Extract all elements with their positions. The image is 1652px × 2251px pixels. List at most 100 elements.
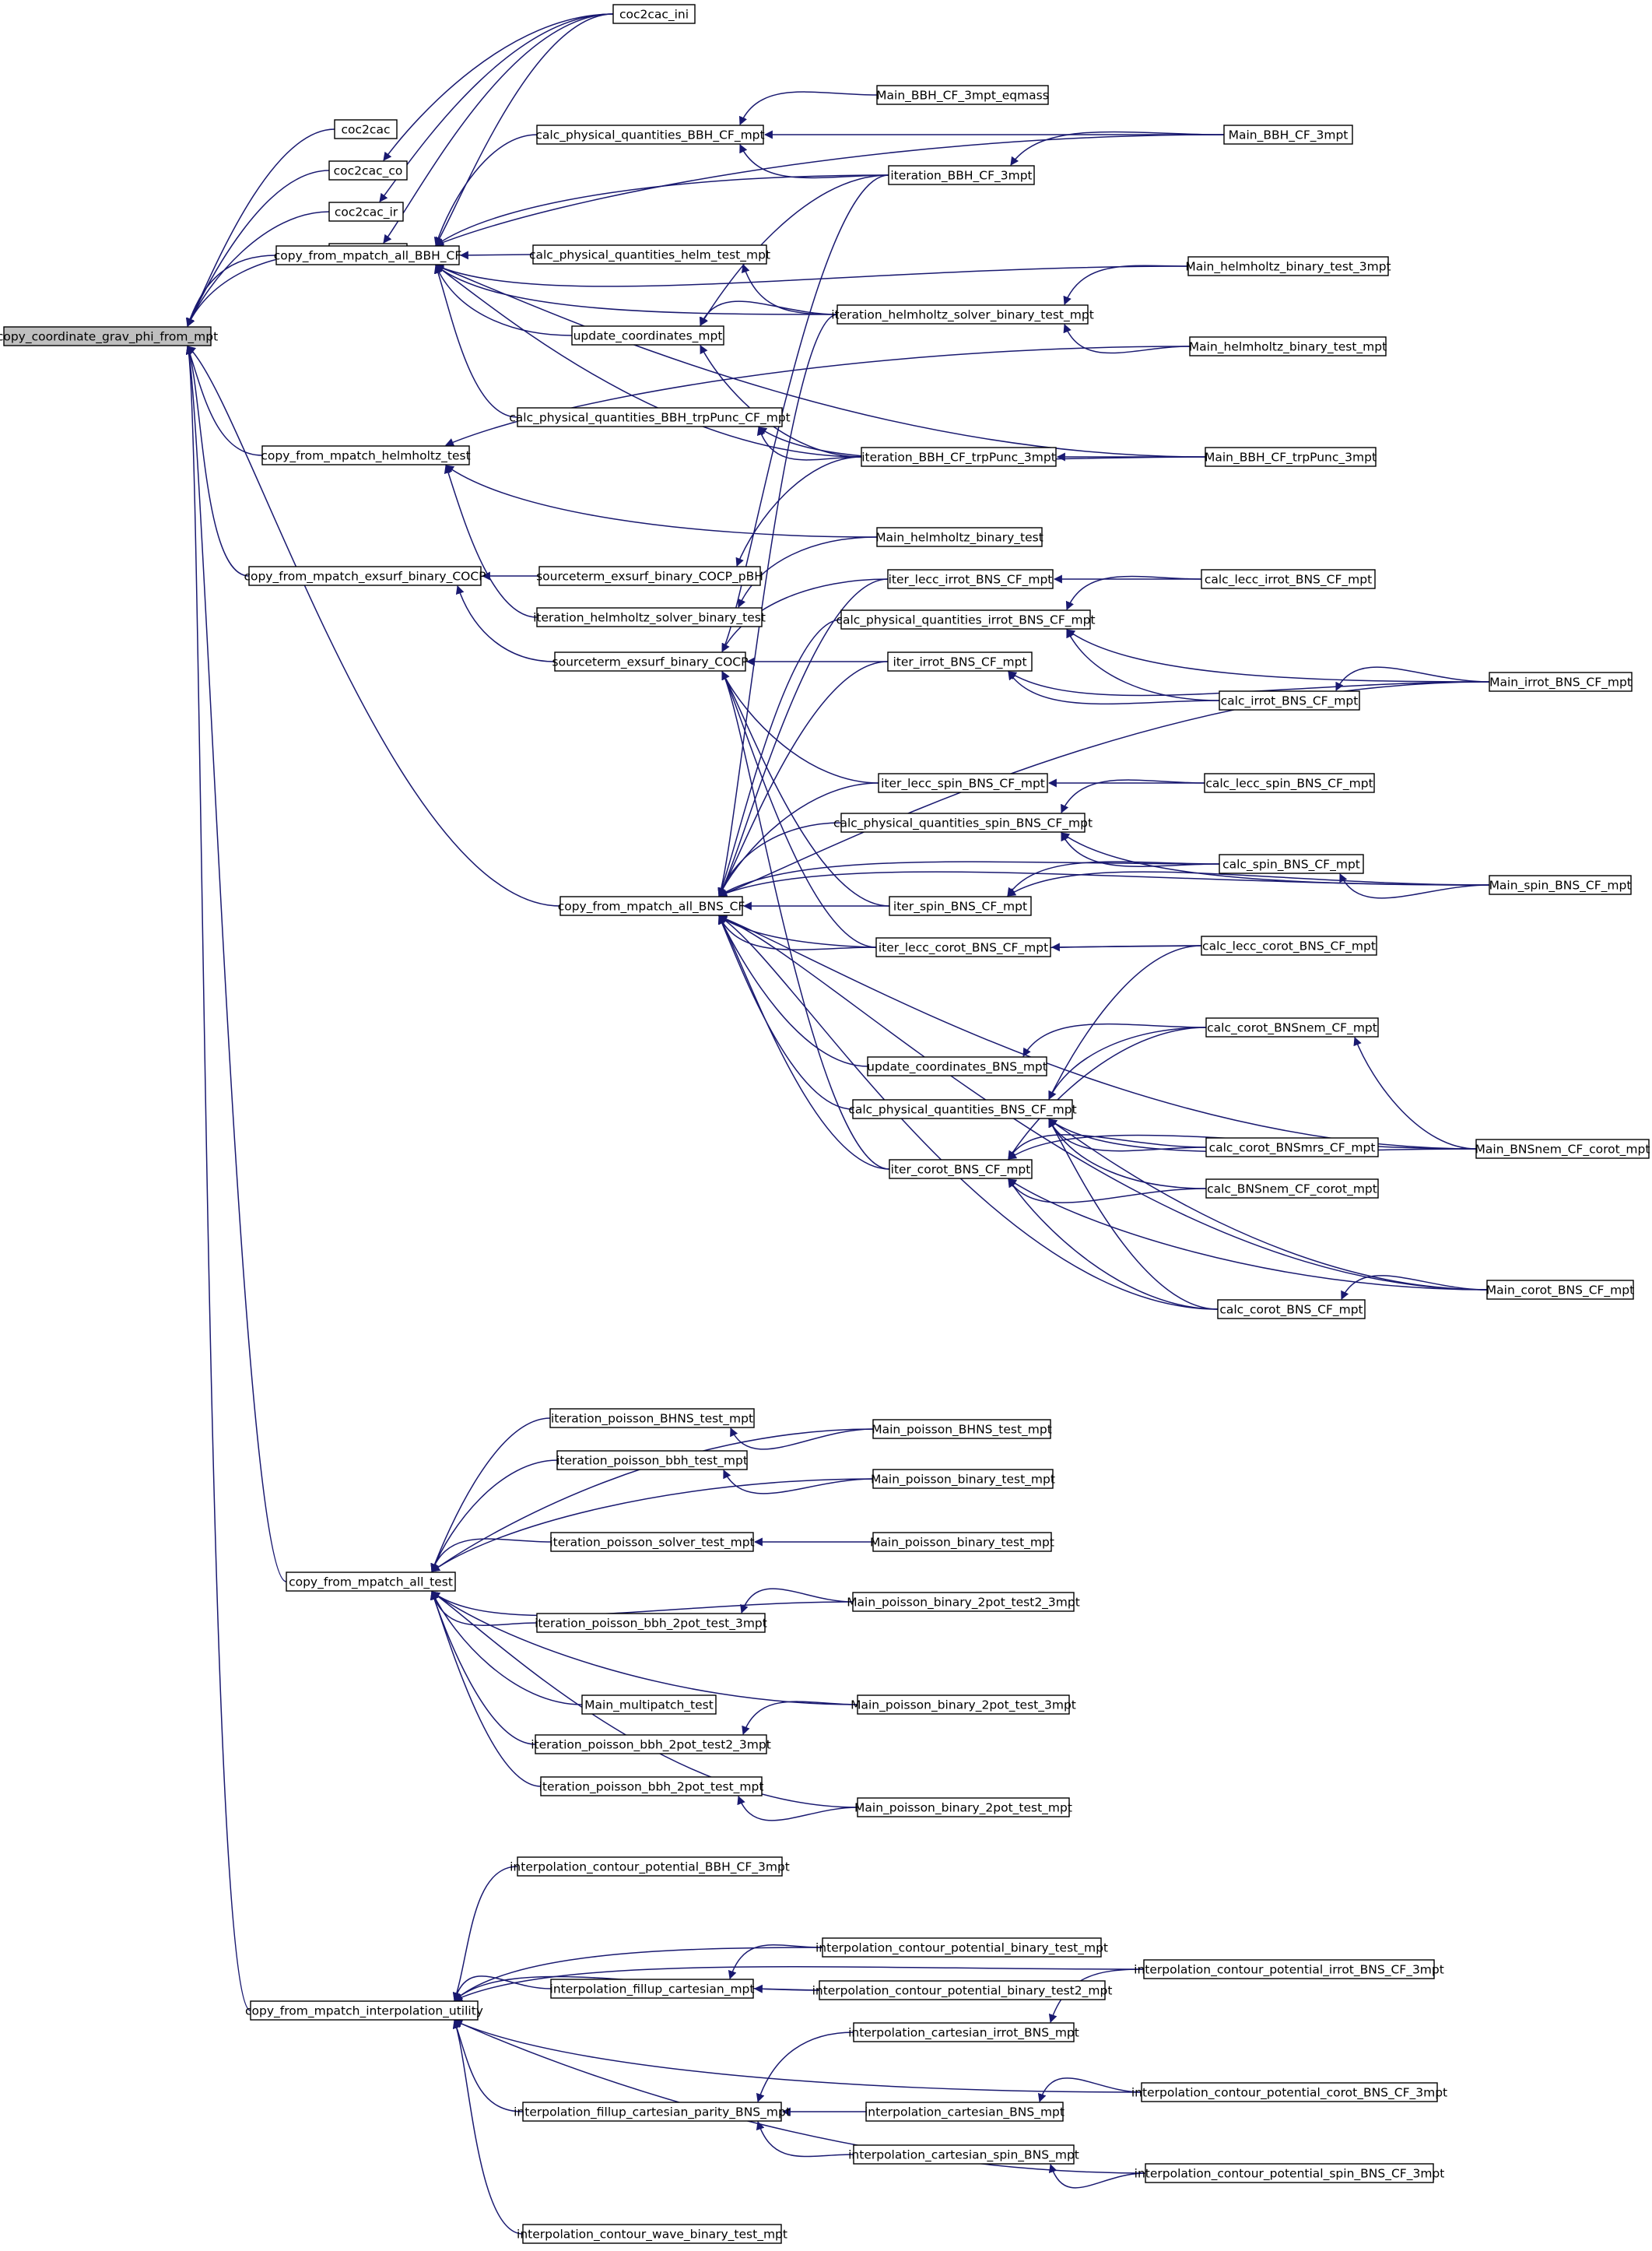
node-main-poisson-bin-2pot-test-3mpt[interactable]: Main_poisson_binary_2pot_test_3mpt xyxy=(851,1694,1076,1715)
call-edge xyxy=(453,1966,1145,2001)
call-edge xyxy=(434,134,1225,247)
node-iter-corot-bns-cf-mpt[interactable]: iter_corot_BNS_CF_mpt xyxy=(889,1159,1033,1179)
node-interp-fillup-cartesian-parity-bns-mpt[interactable]: interpolation_fillup_cartesian_parity_BN… xyxy=(514,2102,791,2122)
node-main-bbh-cf-trppunc-3mpt[interactable]: Main_BBH_CF_trpPunc_3mpt xyxy=(1205,447,1377,467)
node-interp-cartesian-bns-mpt[interactable]: interpolation_cartesian_BNS_mpt xyxy=(865,2102,1065,2122)
node-interp-cartesian-spin-bns-mpt[interactable]: interpolation_cartesian_spin_BNS_mpt xyxy=(848,2144,1079,2165)
node-iter-helm-solver-bin-test-mpt[interactable]: iteration_helmholtz_solver_binary_test_m… xyxy=(831,304,1094,325)
call-edge xyxy=(185,345,287,1582)
node-main-irrot-bns-cf-mpt[interactable]: Main_irrot_BNS_CF_mpt xyxy=(1489,672,1633,692)
node-main-spin-bns-cf-mpt[interactable]: Main_spin_BNS_CF_mpt xyxy=(1489,875,1632,895)
node-iter-poisson-bbh-2pot-test-mpt[interactable]: iteration_poisson_bbh_2pot_test_mpt xyxy=(539,1776,764,1796)
node-iter-poisson-bbh-2pot-test-3mpt[interactable]: iteration_poisson_bbh_2pot_test_3mpt xyxy=(535,1613,767,1633)
node-coc2cac-co[interactable]: coc2cac_co xyxy=(328,160,408,181)
node-main-poisson-bin-test-mpt-a[interactable]: Main_poisson_binary_test_mpt xyxy=(871,1469,1055,1489)
node-main-helm-bin-test[interactable]: Main_helmholtz_binary_test xyxy=(875,527,1043,547)
node-calc-pq-bns-cf-mpt[interactable]: calc_physical_quantities_BNS_CF_mpt xyxy=(848,1099,1077,1119)
call-edge xyxy=(185,345,263,456)
node-update-coordinates-bns-mpt[interactable]: update_coordinates_BNS_mpt xyxy=(867,1056,1047,1076)
node-main-bnsnem-cf-corot-mpt[interactable]: Main_BNSnem_CF_corot_mpt xyxy=(1475,1139,1650,1159)
node-main-poisson-bin-2pot-test-mpt[interactable]: Main_poisson_binary_2pot_test_mpt xyxy=(854,1797,1072,1817)
node-calc-corot-bns-cf-mpt[interactable]: calc_corot_BNS_CF_mpt xyxy=(1217,1299,1366,1319)
node-update-coordinates-mpt[interactable]: update_coordinates_mpt xyxy=(571,325,724,346)
node-interp-contour-pot-irrot-bns-cf-3mpt[interactable]: interpolation_contour_potential_irrot_BN… xyxy=(1134,1959,1444,1979)
node-interp-contour-pot-bbh-cf-3mpt[interactable]: interpolation_contour_potential_BBH_CF_3… xyxy=(510,1856,790,1877)
node-sourceterm-exsurf-binary-cocp[interactable]: sourceterm_exsurf_binary_COCP xyxy=(552,651,749,672)
node-iteration-bbh-cf-3mpt[interactable]: iteration_BBH_CF_3mpt xyxy=(888,165,1035,185)
node-main-poisson-bhns-test-mpt[interactable]: Main_poisson_BHNS_test_mpt xyxy=(872,1419,1052,1439)
node-box xyxy=(1217,1299,1366,1319)
node-main-poisson-bin-test-mpt-b[interactable]: Main_poisson_binary_test_mpt xyxy=(870,1532,1054,1552)
node-main-helm-bin-test-mpt[interactable]: Main_helmholtz_binary_test_mpt xyxy=(1189,336,1387,356)
node-label: calc_corot_BNSnem_CF_mpt xyxy=(1207,1021,1377,1036)
node-interp-contour-wave-bin-test-mpt[interactable]: interpolation_contour_wave_binary_test_m… xyxy=(517,2224,787,2244)
call-edge xyxy=(187,170,330,328)
node-coc2cac-ini[interactable]: coc2cac_ini xyxy=(612,4,696,24)
node-calc-pq-irrot-bns-cf-mpt[interactable]: calc_physical_quantities_irrot_BNS_CF_mp… xyxy=(836,609,1096,630)
node-label: copy_from_mpatch_all_BBH_CF xyxy=(274,249,462,264)
node-sourceterm-exsurf-binary-cocp-pbh[interactable]: sourceterm_exsurf_binary_COCP_pBH xyxy=(536,566,763,586)
node-iter-poisson-bbh-test-mpt[interactable]: iteration_poisson_bbh_test_mpt xyxy=(556,1450,748,1470)
node-box xyxy=(819,1980,1106,2000)
node-label: iteration_poisson_bbh_2pot_test_3mpt xyxy=(535,1617,767,1631)
node-interp-contour-pot-bin-test2-mpt[interactable]: interpolation_contour_potential_binary_t… xyxy=(812,1980,1113,2000)
node-calc-pq-spin-bns-cf-mpt[interactable]: calc_physical_quantities_spin_BNS_CF_mpt xyxy=(833,813,1093,833)
node-iter-poisson-bbh-2pot-test2-3mpt[interactable]: iteration_poisson_bbh_2pot_test2_3mpt xyxy=(531,1734,771,1754)
node-label: coc2cac_co xyxy=(334,164,403,179)
node-calc-pq-bbh-trppunc-cf-mpt[interactable]: calc_physical_quantities_BBH_trpPunc_CF_… xyxy=(509,407,791,427)
node-interp-cartesian-irrot-bns-mpt[interactable]: interpolation_cartesian_irrot_BNS_mpt xyxy=(848,2022,1079,2042)
call-edge xyxy=(435,174,889,246)
node-main-corot-bns-cf-mpt[interactable]: Main_corot_BNS_CF_mpt xyxy=(1486,1280,1634,1300)
node-calc-lecc-spin-bns-cf-mpt[interactable]: calc_lecc_spin_BNS_CF_mpt xyxy=(1204,773,1375,793)
node-calc-corot-bnsmrs-cf-mpt[interactable]: calc_corot_BNSmrs_CF_mpt xyxy=(1205,1137,1379,1157)
node-calc-spin-bns-cf-mpt[interactable]: calc_spin_BNS_CF_mpt xyxy=(1219,854,1364,874)
node-main-bbh-cf-3mpt-eqmass[interactable]: Main_BBH_CF_3mpt_eqmass xyxy=(876,85,1049,105)
node-interp-contour-pot-bin-test-mpt[interactable]: interpolation_contour_potential_binary_t… xyxy=(815,1937,1108,1958)
node-interp-fillup-cartesian-mpt[interactable]: interpolation_fillup_cartesian_mpt xyxy=(550,1979,755,1999)
call-edge xyxy=(718,915,1219,1310)
node-copy-mpatch-all-test[interactable]: copy_from_mpatch_all_test xyxy=(286,1571,456,1592)
node-copy-mpatch-all-bns-cf[interactable]: copy_from_mpatch_all_BNS_CF xyxy=(558,896,745,916)
call-edge xyxy=(1048,1027,1207,1100)
node-copy-mpatch-exsurf-binary-cocp[interactable]: copy_from_mpatch_exsurf_binary_COCP xyxy=(244,566,486,586)
call-edge xyxy=(1353,1036,1477,1150)
call-edge xyxy=(1341,1275,1488,1300)
node-copy-mpatch-helmholtz-test[interactable]: copy_from_mpatch_helmholtz_test xyxy=(261,445,471,465)
node-root[interactable]: copy_coordinate_grav_phi_from_mpt xyxy=(0,326,218,346)
node-copy-mpatch-all-bbh-cf[interactable]: copy_from_mpatch_all_BBH_CF xyxy=(274,245,462,265)
node-iter-lecc-irrot-bns-cf-mpt[interactable]: iter_lecc_irrot_BNS_CF_mpt xyxy=(887,569,1054,589)
node-label: iteration_poisson_bbh_2pot_test_mpt xyxy=(539,1780,764,1795)
node-main-bbh-cf-3mpt[interactable]: Main_BBH_CF_3mpt xyxy=(1223,125,1353,145)
node-iter-poisson-bhns-test-mpt[interactable]: iteration_poisson_BHNS_test_mpt xyxy=(549,1408,755,1428)
node-iter-lecc-corot-bns-cf-mpt[interactable]: iter_lecc_corot_BNS_CF_mpt xyxy=(875,937,1051,957)
node-iteration-bbh-cf-trppunc-3mpt[interactable]: iteration_BBH_CF_trpPunc_3mpt xyxy=(861,447,1057,467)
node-calc-pq-bbh-cf-mpt[interactable]: calc_physical_quantities_BBH_CF_mpt xyxy=(535,125,765,145)
node-iter-spin-bns-cf-mpt[interactable]: iter_spin_BNS_CF_mpt xyxy=(889,896,1032,916)
node-interp-contour-pot-spin-bns-cf-3mpt[interactable]: interpolation_contour_potential_spin_BNS… xyxy=(1135,2163,1445,2183)
node-calc-lecc-corot-bns-cf-mpt[interactable]: calc_lecc_corot_BNS_CF_mpt xyxy=(1201,936,1377,956)
node-interp-contour-pot-corot-bns-cf-3mpt[interactable]: interpolation_contour_potential_corot_BN… xyxy=(1131,2082,1447,2102)
node-iter-poisson-solver-test-mpt[interactable]: iteration_poisson_solver_test_mpt xyxy=(549,1532,755,1552)
node-coc2cac[interactable]: coc2cac xyxy=(334,119,398,139)
call-edge xyxy=(454,1947,823,2001)
node-calc-pq-helm-test-mpt[interactable]: calc_physical_quantities_helm_test_mpt xyxy=(529,244,770,265)
call-edge xyxy=(1063,323,1191,354)
node-coc2cac-ir[interactable]: coc2cac_ir xyxy=(328,202,404,222)
node-iter-irrot-bns-cf-mpt[interactable]: iter_irrot_BNS_CF_mpt xyxy=(887,651,1033,672)
node-main-multipatch-test[interactable]: Main_multipatch_test xyxy=(581,1694,717,1715)
call-edge xyxy=(379,13,614,202)
node-main-poisson-bin-2pot-test2-3mpt[interactable]: Main_poisson_binary_2pot_test2_3mpt xyxy=(847,1592,1080,1612)
node-iter-lecc-spin-bns-cf-mpt[interactable]: iter_lecc_spin_BNS_CF_mpt xyxy=(878,773,1048,793)
call-edge xyxy=(1022,1023,1207,1057)
call-edge xyxy=(1008,671,1220,705)
node-copy-mpatch-interp-utility[interactable]: copy_from_mpatch_interpolation_utility xyxy=(245,2000,483,2021)
node-iter-helm-solver-bin-test[interactable]: iteration_helmholtz_solver_binary_test xyxy=(533,607,766,627)
node-box xyxy=(1489,875,1632,895)
node-label: coc2cac_ini xyxy=(619,8,689,23)
node-calc-corot-bnsnem-cf-mpt[interactable]: calc_corot_BNSnem_CF_mpt xyxy=(1205,1017,1379,1038)
node-calc-irrot-bns-cf-mpt[interactable]: calc_irrot_BNS_CF_mpt xyxy=(1219,690,1360,711)
node-calc-bnsnem-cf-corot-mpt[interactable]: calc_BNSnem_CF_corot_mpt xyxy=(1205,1178,1379,1199)
node-main-helm-bin-test-3mpt[interactable]: Main_helmholtz_binary_test_3mpt xyxy=(1185,256,1391,276)
call-edge xyxy=(452,1866,518,2002)
node-calc-lecc-irrot-bns-cf-mpt[interactable]: calc_lecc_irrot_BNS_CF_mpt xyxy=(1201,569,1376,589)
